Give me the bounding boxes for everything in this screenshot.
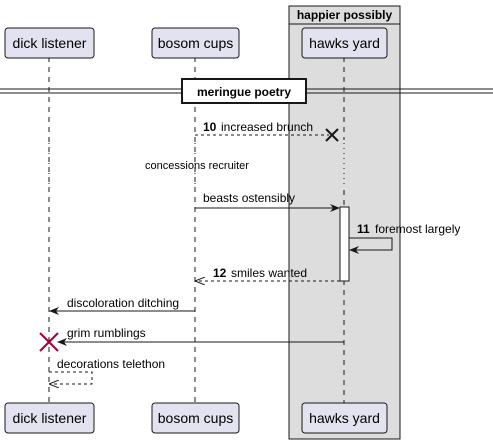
- message-label: grim rumblings: [67, 326, 146, 340]
- message-label: smiles wanted: [231, 266, 307, 280]
- message-grim-rumblings: grim rumblings: [39, 326, 344, 352]
- delay-label: concessions recruiter: [145, 160, 249, 172]
- group-title: happier possibly: [297, 8, 393, 22]
- participant-dick-listener-bottom: dick listener: [4, 402, 95, 434]
- participant-bosom-cups-top: bosom cups: [151, 27, 240, 59]
- participant-dick-listener-top: dick listener: [4, 27, 95, 59]
- message-foremost-largely: 11 foremost largely: [349, 222, 460, 254]
- participant-label: bosom cups: [158, 410, 233, 426]
- message-beasts-ostensibly: beasts ostensibly: [195, 191, 340, 212]
- participant-label: bosom cups: [158, 35, 233, 51]
- destroy-icon: [39, 332, 59, 352]
- message-label: foremost largely: [375, 222, 460, 236]
- message-label: beasts ostensibly: [203, 191, 295, 205]
- message-label: increased brunch: [221, 120, 313, 134]
- participant-label: hawks yard: [309, 35, 380, 51]
- message-number: 11: [357, 222, 370, 236]
- divider: meringue poetry: [0, 78, 493, 104]
- message-smiles-wanted: 12 smiles wanted: [196, 266, 340, 281]
- participant-label: dick listener: [13, 35, 87, 51]
- message-increased-brunch: 10 increased brunch: [195, 120, 339, 142]
- message-label: discoloration ditching: [67, 296, 179, 310]
- participant-label: dick listener: [13, 410, 87, 426]
- activation-bar: [339, 206, 350, 282]
- participant-bosom-cups-bottom: bosom cups: [151, 402, 240, 434]
- message-decorations-telethon: decorations telethon: [49, 357, 165, 384]
- destroy-icon: [325, 128, 339, 142]
- participant-hawks-yard-bottom: hawks yard: [301, 402, 388, 434]
- message-label: decorations telethon: [57, 357, 165, 371]
- message-discoloration-ditching: discoloration ditching: [49, 296, 195, 315]
- participant-hawks-yard-top: hawks yard: [301, 27, 388, 59]
- participant-label: hawks yard: [309, 410, 380, 426]
- message-number: 10: [203, 120, 217, 134]
- divider-label: meringue poetry: [197, 85, 291, 99]
- message-number: 12: [213, 266, 227, 280]
